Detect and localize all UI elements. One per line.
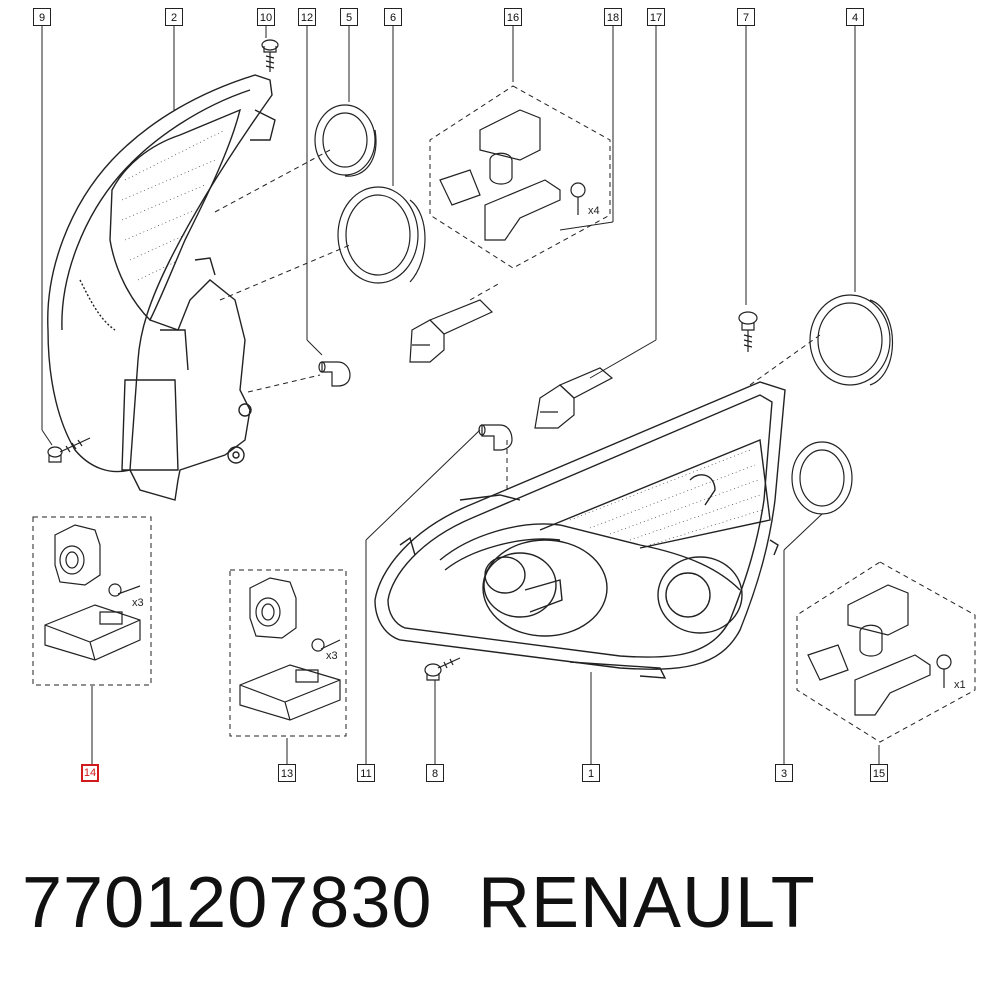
elbow-plug-11 — [479, 425, 512, 450]
screw-7 — [739, 312, 757, 352]
callout-12[interactable]: 12 — [298, 8, 316, 26]
callout-8[interactable]: 8 — [426, 764, 444, 782]
cap-4 — [810, 295, 893, 385]
brand-name: RENAULT — [478, 863, 816, 943]
elbow-plug-12 — [319, 362, 350, 386]
qty-label-13: x3 — [326, 650, 338, 662]
qty-label-14: x3 — [132, 597, 144, 609]
assembly-dashes — [215, 150, 820, 490]
callout-17[interactable]: 17 — [647, 8, 665, 26]
callout-11[interactable]: 11 — [357, 764, 375, 782]
callout-2[interactable]: 2 — [165, 8, 183, 26]
bulb-holder-kit-15 — [797, 562, 975, 742]
callout-1[interactable]: 1 — [582, 764, 600, 782]
callout-7[interactable]: 7 — [737, 8, 755, 26]
callout-5[interactable]: 5 — [340, 8, 358, 26]
callout-4[interactable]: 4 — [846, 8, 864, 26]
cap-6 — [338, 187, 425, 283]
ballast-kit-13 — [230, 570, 346, 736]
headlamp-left-rear-view — [48, 75, 275, 500]
bulb-holder-kit-16 — [430, 86, 610, 268]
cap-5 — [315, 105, 376, 176]
screw-10 — [262, 40, 278, 72]
connector-18 — [410, 300, 492, 362]
part-number: 7701207830 — [22, 863, 433, 943]
qty-label-16: x4 — [588, 205, 600, 217]
callout-18[interactable]: 18 — [604, 8, 622, 26]
ballast-kit-14 — [33, 517, 151, 685]
callout-9[interactable]: 9 — [33, 8, 51, 26]
cap-3 — [792, 442, 852, 514]
callout-6[interactable]: 6 — [384, 8, 402, 26]
screw-9 — [48, 438, 90, 462]
callout-10[interactable]: 10 — [257, 8, 275, 26]
callout-3[interactable]: 3 — [775, 764, 793, 782]
leader-lines — [42, 26, 879, 764]
callout-13[interactable]: 13 — [278, 764, 296, 782]
screw-8 — [425, 658, 460, 680]
connector-17 — [535, 368, 612, 428]
qty-label-15: x1 — [954, 679, 966, 691]
callout-14[interactable]: 14 — [81, 764, 99, 782]
callout-15[interactable]: 15 — [870, 764, 888, 782]
callout-16[interactable]: 16 — [504, 8, 522, 26]
headlamp-right-front-view — [375, 382, 785, 678]
